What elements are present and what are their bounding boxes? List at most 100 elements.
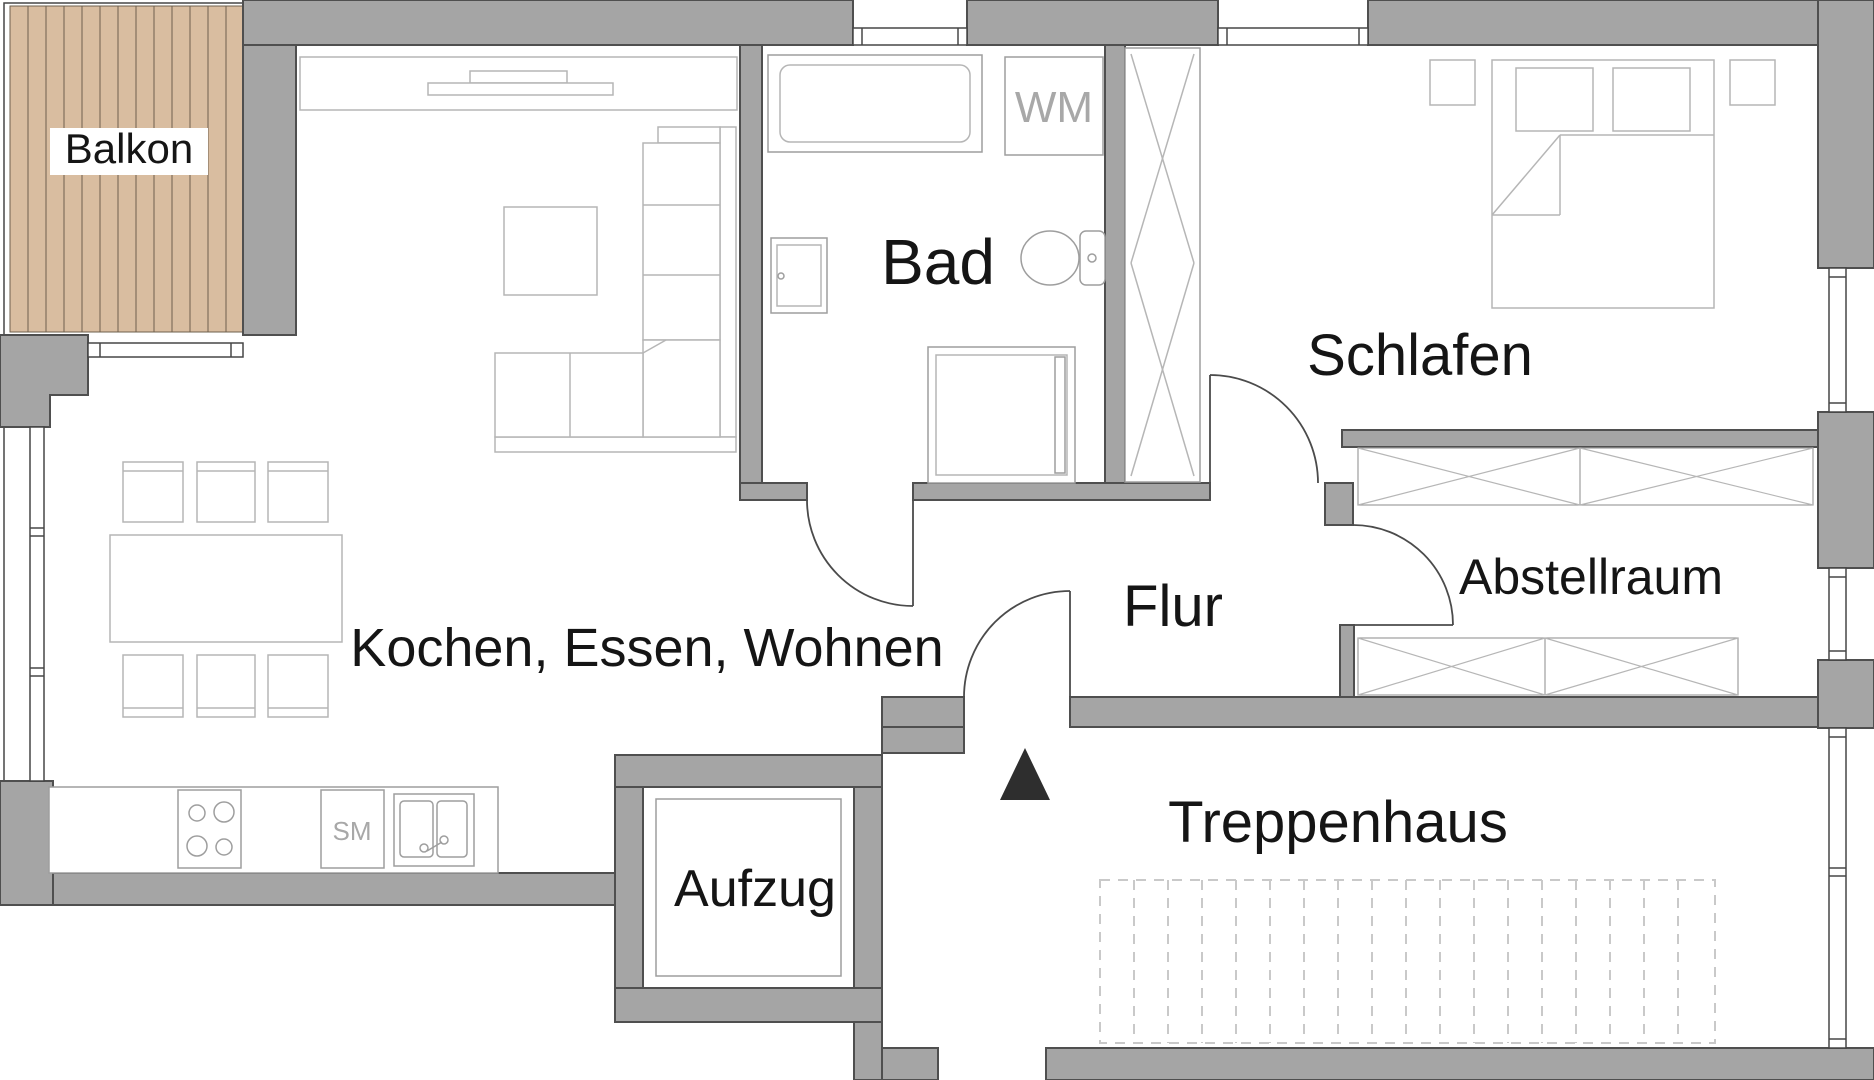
chair <box>267 654 329 718</box>
burner <box>188 804 206 822</box>
shelf-top <box>1357 447 1814 506</box>
wall-storage-stub <box>1324 482 1354 526</box>
room-label-stairwell: Treppenhaus <box>1168 790 1508 855</box>
wall-bath-left <box>739 44 763 501</box>
room-label-living: Kochen, Essen, Wohnen <box>350 618 943 678</box>
chair <box>196 461 256 523</box>
chair <box>122 654 184 718</box>
sofa-back-top <box>657 126 721 144</box>
cooktop <box>177 789 242 869</box>
wall-top-3 <box>1367 0 1819 46</box>
sofa-back-right <box>719 126 737 438</box>
bedroom-door <box>1209 374 1319 484</box>
wall-right-top <box>1817 0 1874 269</box>
chair <box>196 654 256 718</box>
shelf-bottom <box>1357 637 1739 696</box>
label-dishwasher: SM <box>333 816 372 846</box>
sofa-seats-horizontal <box>494 352 644 438</box>
room-label-balcony: Balkon <box>65 125 193 172</box>
balcony-door-window <box>87 342 244 358</box>
washing-machine <box>1004 56 1104 156</box>
sofa <box>494 126 737 453</box>
room-label-bedroom: Schlafen <box>1307 323 1533 388</box>
room-label-bathroom: Bad <box>881 226 995 298</box>
chair <box>267 461 329 523</box>
sideboard-item-2 <box>427 82 614 96</box>
sideboard-item-1 <box>469 70 568 84</box>
stairwell-window <box>1828 727 1847 1049</box>
wall-elevator-bottom <box>614 987 883 1023</box>
sofa-seats-vertical <box>642 142 721 341</box>
storage-shelves <box>1357 447 1814 696</box>
bathtub-inner <box>779 64 971 143</box>
wall-hall-top <box>912 482 1211 501</box>
wall-bottom-living <box>52 872 616 906</box>
wall-corner-upper-left <box>0 334 89 428</box>
wall-elevator-right <box>853 786 883 989</box>
doors <box>806 374 1454 698</box>
burner <box>186 835 208 857</box>
sofa-corner-seat <box>642 339 721 438</box>
facade-line <box>3 2 246 781</box>
wall-elevator-left <box>614 786 644 1023</box>
windows <box>29 27 1847 1049</box>
burner <box>215 838 233 856</box>
bedroom-furniture <box>1124 47 1776 483</box>
wall-bottom-stairwell <box>1045 1047 1874 1080</box>
wall-storage-top <box>1341 429 1819 448</box>
dishwasher <box>320 789 385 869</box>
bath-window <box>852 27 968 46</box>
wall-stub-foot <box>881 1047 939 1080</box>
wall-balcony-divider <box>242 44 297 336</box>
shower <box>927 346 1076 484</box>
room-label-elevator: Aufzug <box>674 860 836 918</box>
wall-storage-below-door <box>1339 624 1355 698</box>
wall-bath-bottom <box>739 482 808 501</box>
label-washing-machine: WM <box>1015 83 1093 132</box>
wall-hall-stair-left <box>881 696 965 728</box>
burner <box>213 801 235 823</box>
room-label-hallway: Flur <box>1123 574 1223 639</box>
room-label-storage: Abstellraum <box>1459 549 1723 605</box>
bath-sink <box>770 237 828 314</box>
sofa-back-bottom <box>494 436 737 453</box>
nightstand-left <box>1429 59 1476 106</box>
room-labels: Balkon Bad WM Schlafen Abstellraum Flur … <box>65 83 1723 918</box>
kitchen <box>48 786 499 874</box>
left-window <box>29 426 45 782</box>
wardrobe <box>1124 47 1201 483</box>
dining-chairs-top <box>122 461 329 523</box>
pillow-right <box>1612 67 1691 132</box>
toilet <box>1020 230 1106 286</box>
stair-direction-arrow <box>1000 748 1050 800</box>
wall-corner-lower-left <box>0 780 54 906</box>
bathroom-fixtures <box>767 54 1106 484</box>
elevator-car <box>655 798 842 977</box>
dining-chairs-bottom <box>122 654 329 718</box>
stairs <box>1099 879 1716 1044</box>
nightstand-right <box>1729 59 1776 106</box>
living-furniture <box>109 56 738 718</box>
chair <box>122 461 184 523</box>
wall-elevator-top <box>614 754 883 788</box>
dining-table <box>109 534 343 643</box>
bedroom-top-window <box>1217 27 1369 46</box>
kitchen-sink <box>393 793 475 867</box>
wall-elevator-stub <box>853 1021 883 1080</box>
storage-door <box>1352 524 1454 626</box>
wall-right-low <box>1817 659 1874 729</box>
balcony-deck <box>9 5 244 333</box>
wall-bath-right <box>1104 44 1126 484</box>
wall-top-1 <box>242 0 854 46</box>
wall-right-mid <box>1817 411 1874 569</box>
wall-hall-stair-right <box>1069 696 1819 728</box>
wall-hall-stair-step <box>881 726 965 754</box>
blanket-fold <box>1491 134 1714 216</box>
storage-window <box>1828 567 1847 661</box>
wall-top-2 <box>966 0 1219 46</box>
entrance-door <box>963 590 1071 698</box>
bathroom-door <box>806 499 914 607</box>
pillow-left <box>1515 67 1594 132</box>
